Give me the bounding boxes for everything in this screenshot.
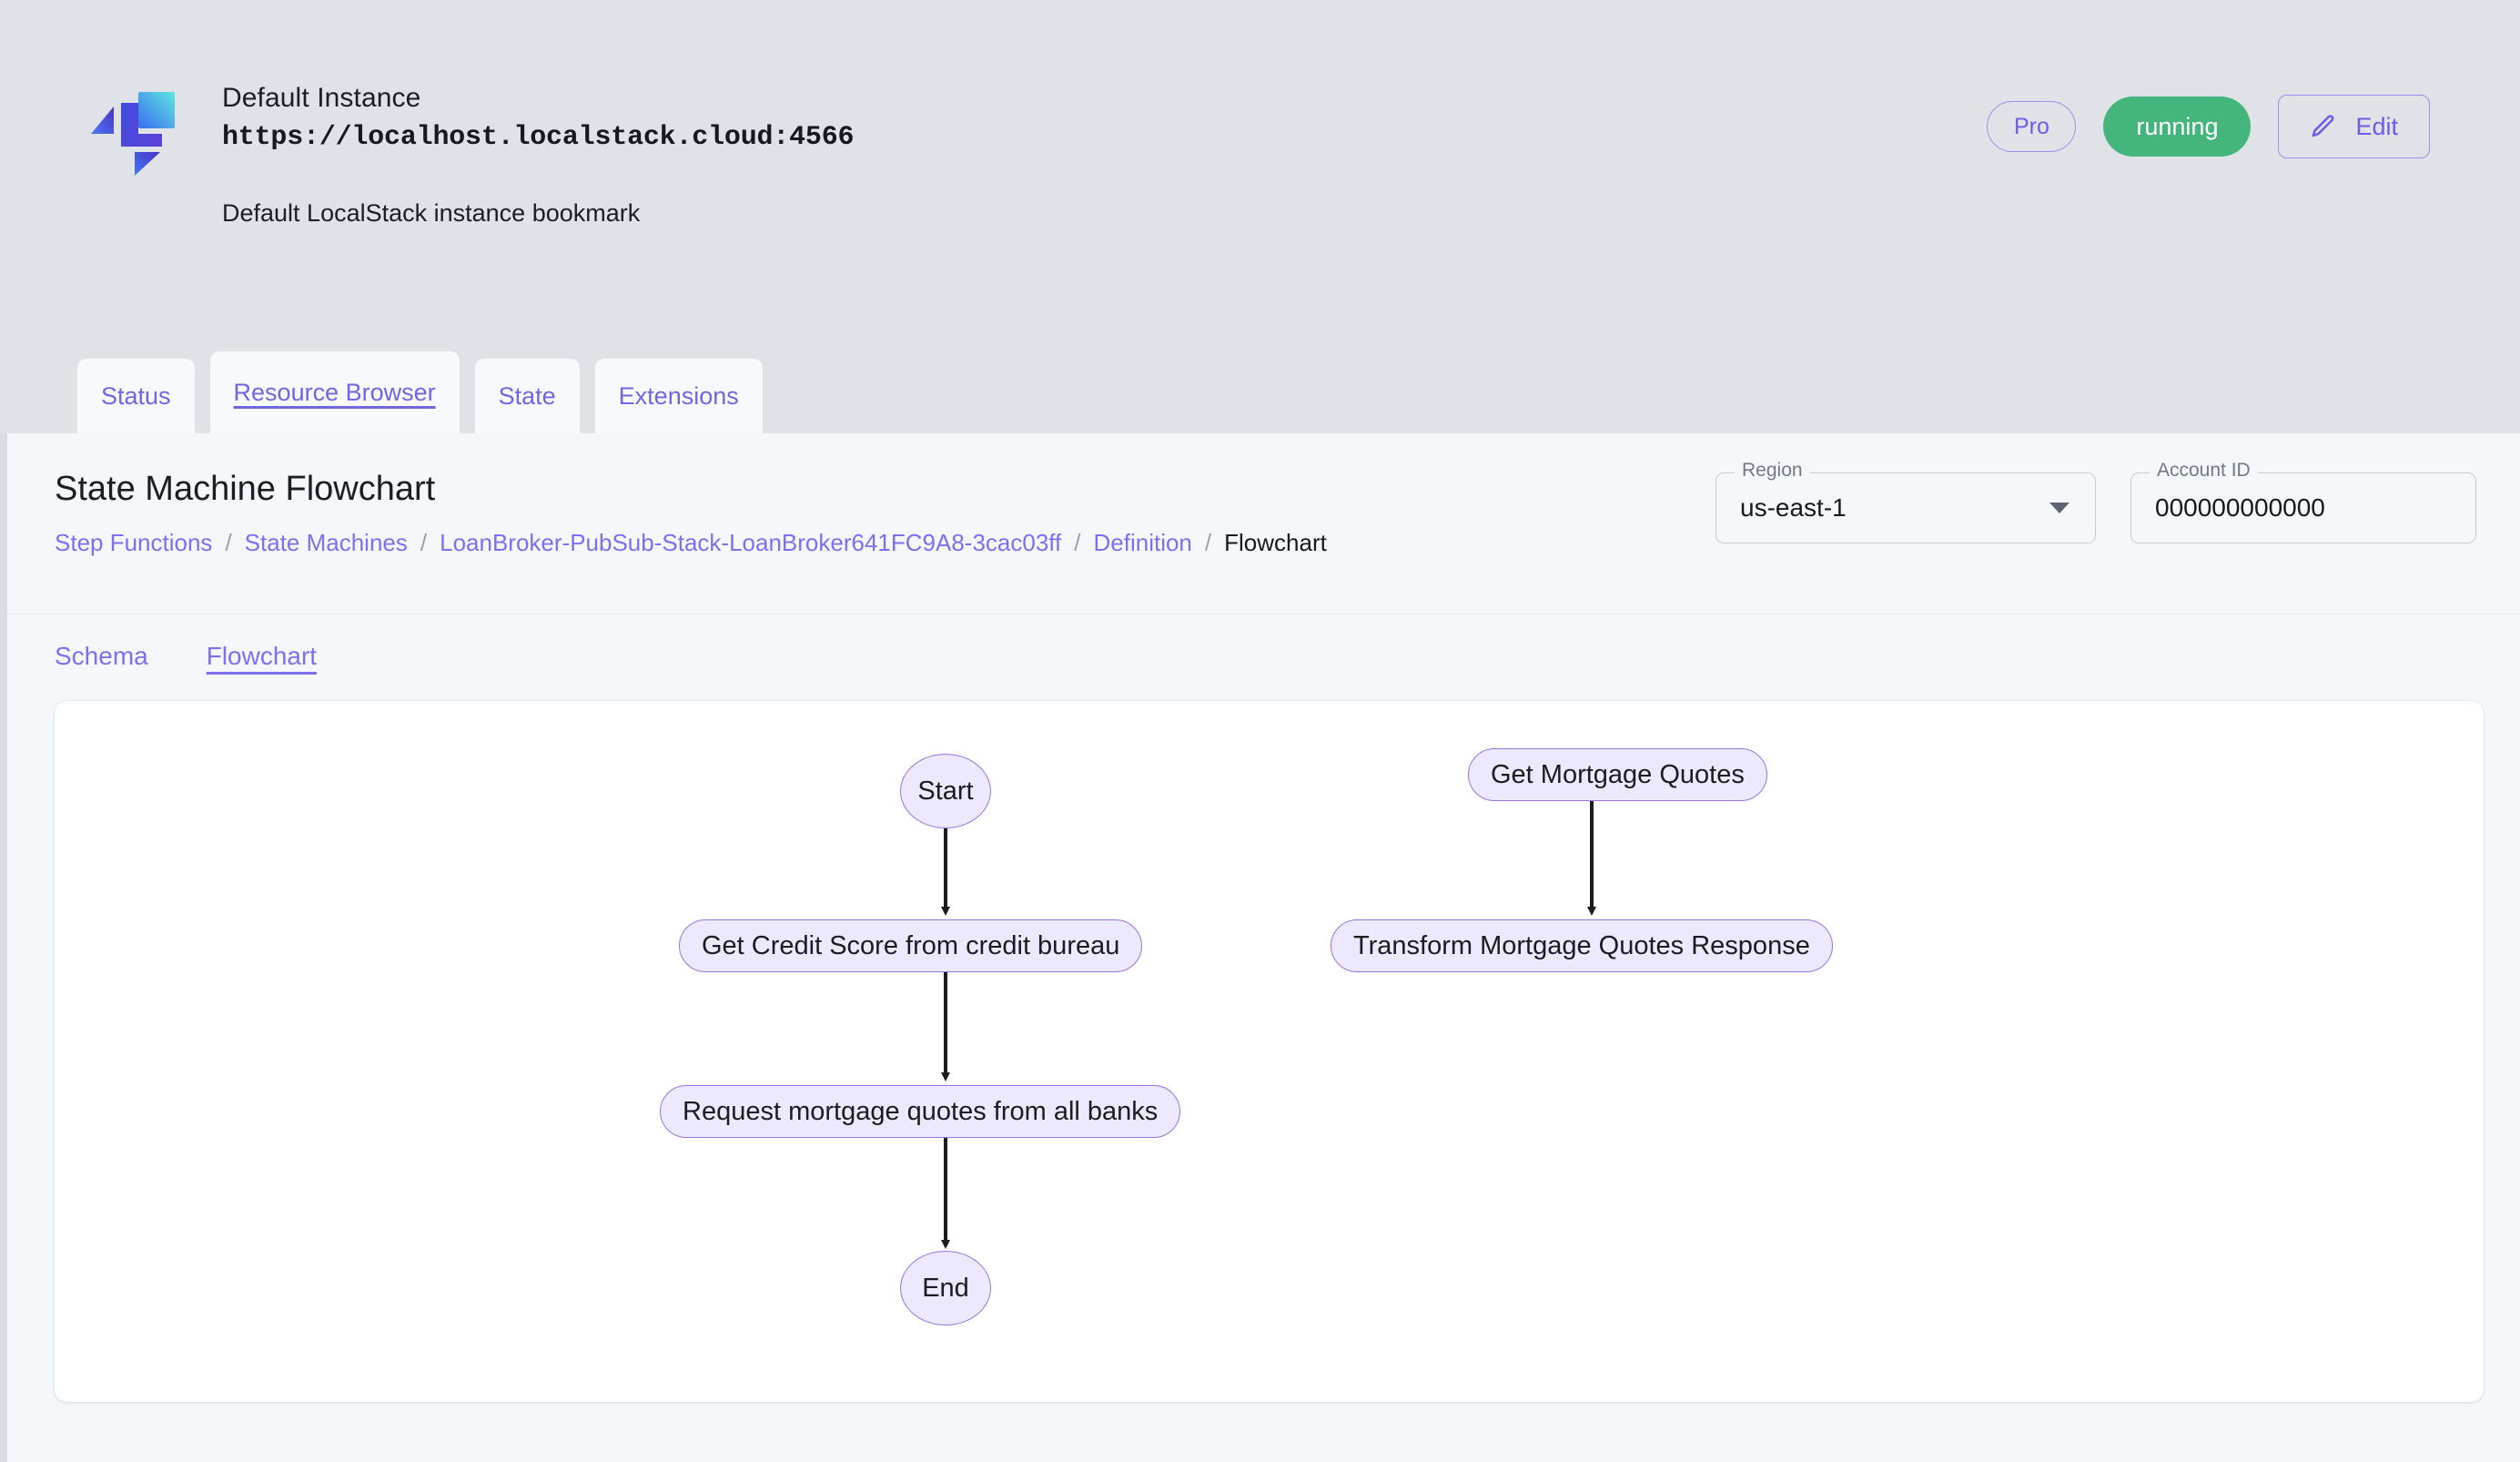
breadcrumb-separator: / xyxy=(1204,529,1212,556)
flowchart-card: Start Get Credit Score from credit burea… xyxy=(55,701,2484,1402)
tab-status-label: Status xyxy=(101,381,171,410)
main-tabs: Status Resource Browser State Extensions xyxy=(77,351,763,433)
view-subtabs: Schema Flowchart xyxy=(7,614,2520,701)
pro-badge[interactable]: Pro xyxy=(1987,101,2077,152)
page-header: State Machine Flowchart Step Functions /… xyxy=(7,433,2520,614)
content-area: State Machine Flowchart Step Functions /… xyxy=(7,433,2520,1462)
breadcrumb-separator: / xyxy=(1074,529,1081,556)
instance-summary: Default Instance https://localhost.local… xyxy=(82,77,855,228)
tab-resource-browser[interactable]: Resource Browser xyxy=(209,351,460,433)
account-id-label: Account ID xyxy=(2150,460,2258,482)
region-select[interactable]: Region us-east-1 xyxy=(1715,460,2096,543)
flowchart-node-get-mortgage-quotes[interactable]: Get Mortgage Quotes xyxy=(1468,748,1767,801)
tab-resource-browser-label: Resource Browser xyxy=(233,378,436,406)
tab-status[interactable]: Status xyxy=(77,359,195,433)
instance-name: Default Instance xyxy=(222,83,421,113)
breadcrumb-separator: / xyxy=(225,529,232,556)
breadcrumb-item-flowchart: Flowchart xyxy=(1224,529,1327,556)
flowchart-node-start[interactable]: Start xyxy=(900,754,991,828)
flowchart-node-transform-quotes[interactable]: Transform Mortgage Quotes Response xyxy=(1331,919,1833,972)
instance-url: https://localhost.localstack.cloud:4566 xyxy=(222,121,855,153)
instance-details: Default Instance https://localhost.local… xyxy=(222,77,855,228)
region-select-value: us-east-1 xyxy=(1740,493,1847,522)
edit-button[interactable]: Edit xyxy=(2278,95,2430,158)
scope-selectors: Region us-east-1 Account ID 000000000000 xyxy=(1715,460,2476,543)
tab-extensions-label: Extensions xyxy=(618,381,739,410)
edit-button-label: Edit xyxy=(2355,112,2398,140)
breadcrumb-item-definition[interactable]: Definition xyxy=(1093,529,1192,556)
breadcrumb-item-step-functions[interactable]: Step Functions xyxy=(55,529,213,556)
breadcrumb-item-state-machine-name[interactable]: LoanBroker-PubSub-Stack-LoanBroker641FC9… xyxy=(440,529,1062,556)
tab-state[interactable]: State xyxy=(474,359,580,433)
account-id-field[interactable]: Account ID 000000000000 xyxy=(2130,460,2476,543)
tab-extensions[interactable]: Extensions xyxy=(594,359,763,433)
flowchart-edges xyxy=(941,801,1596,1249)
instance-header: Default Instance https://localhost.local… xyxy=(0,0,2520,433)
breadcrumb-separator: / xyxy=(420,529,428,556)
flowchart-node-request-quotes[interactable]: Request mortgage quotes from all banks xyxy=(660,1085,1181,1138)
instance-description: Default LocalStack instance bookmark xyxy=(222,199,641,227)
subtab-schema[interactable]: Schema xyxy=(55,641,148,670)
chevron-down-icon xyxy=(2049,503,2070,513)
flowchart-node-end[interactable]: End xyxy=(900,1251,991,1325)
flowchart-node-credit-score[interactable]: Get Credit Score from credit bureau xyxy=(679,919,1143,972)
region-select-label: Region xyxy=(1735,460,1810,482)
page-title: State Machine Flowchart xyxy=(55,470,436,508)
header-actions: Pro running Edit xyxy=(1987,95,2430,158)
localstack-logo-icon xyxy=(82,81,184,183)
breadcrumb: Step Functions / State Machines / LoanBr… xyxy=(55,529,1327,557)
account-id-value: 000000000000 xyxy=(2155,493,2325,522)
pencil-icon xyxy=(2310,113,2337,140)
status-badge[interactable]: running xyxy=(2103,96,2252,157)
subtab-flowchart[interactable]: Flowchart xyxy=(206,641,318,670)
breadcrumb-item-state-machines[interactable]: State Machines xyxy=(244,529,408,556)
flowchart-canvas: Start Get Credit Score from credit burea… xyxy=(55,701,2484,1402)
tab-state-label: State xyxy=(498,381,556,410)
